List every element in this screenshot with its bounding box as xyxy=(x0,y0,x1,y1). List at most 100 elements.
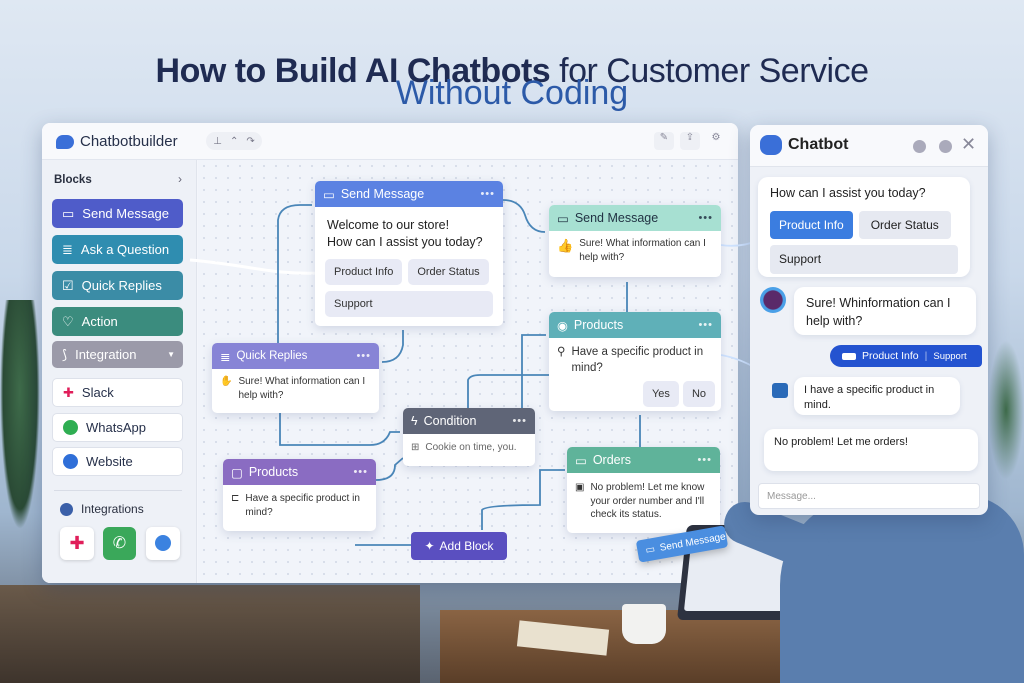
plant-right xyxy=(988,340,1024,480)
channel-slack[interactable]: ✚Slack xyxy=(52,378,183,407)
chevron-right-icon[interactable]: › xyxy=(178,172,182,186)
node-text: Welcome to our store! xyxy=(327,218,450,232)
connector xyxy=(502,199,546,233)
whatsapp-icon xyxy=(63,420,78,435)
integration-whatsapp[interactable]: ✆ xyxy=(103,527,136,560)
connector xyxy=(279,412,400,446)
puzzle-icon xyxy=(60,502,73,516)
thumbs-up-icon: 👍 xyxy=(557,238,574,253)
heart-icon: ♡ xyxy=(62,313,74,329)
option-yes[interactable]: Yes xyxy=(642,381,679,407)
node-send-message-main[interactable]: ▭Send Message••• Welcome to our store! Ho… xyxy=(315,181,503,326)
block-quick-replies[interactable]: ☑Quick Replies xyxy=(52,271,183,300)
node-text: Sure! What information can I help with? xyxy=(579,238,706,263)
node-products-teal[interactable]: ◉Products••• ⚲Have a specific product in… xyxy=(549,312,721,411)
bot-reply: Sure! Whinformation can I help with? xyxy=(794,287,976,335)
integration-website[interactable] xyxy=(146,527,180,560)
node-text: How can I assist you today? xyxy=(327,234,483,249)
node-quick-replies[interactable]: ≣Quick Replies••• ✋Sure! What informatio… xyxy=(212,343,379,413)
builder-header: Chatbotbuilder ⊥ ⌃ ↷ ✎ ⇪ ⚙ xyxy=(42,123,738,160)
node-send-message-reply[interactable]: ▭Send Message••• 👍 Sure! What information… xyxy=(549,205,721,277)
product-icon: ⚲ xyxy=(557,346,566,358)
node-header: ▭Send Message••• xyxy=(549,205,721,231)
integration-slack[interactable]: ✚ xyxy=(60,527,94,560)
block-ask-question[interactable]: ≣Ask a Question xyxy=(52,235,183,264)
message-icon: ▭ xyxy=(557,211,569,226)
channel-whatsapp[interactable]: WhatsApp xyxy=(52,413,183,442)
block-integration[interactable]: ⟆Integration▼ xyxy=(52,341,183,368)
chat-header: Chatbot ✕ xyxy=(750,125,988,167)
more-icon[interactable]: ••• xyxy=(697,454,712,466)
app-logo: Chatbotbuilder xyxy=(56,133,178,150)
divider xyxy=(54,490,182,491)
plant-left xyxy=(0,300,40,530)
settings-icon[interactable]: ⚙ xyxy=(711,132,721,143)
node-text: Have a specific product in mind? xyxy=(571,346,704,374)
globe-icon xyxy=(63,454,78,469)
node-text: No problem! Let me know your order numbe… xyxy=(590,482,705,520)
more-icon[interactable]: ••• xyxy=(698,319,713,331)
person-body xyxy=(780,495,1024,683)
more-icon[interactable]: ••• xyxy=(512,415,527,427)
message-icon: ▭ xyxy=(62,205,75,221)
close-icon[interactable]: ✕ xyxy=(961,134,977,154)
message-icon: ▭ xyxy=(644,543,656,556)
user-avatar-icon xyxy=(772,383,788,398)
globe-icon xyxy=(155,535,171,551)
connector xyxy=(481,469,565,530)
bot-reply-2: No problem! Let me orders! xyxy=(764,429,978,471)
pen-icon[interactable]: ✎ xyxy=(654,132,674,150)
node-text: Sure! What information can I help with? xyxy=(238,376,366,401)
block-action[interactable]: ♡Action xyxy=(52,307,183,336)
chat-title: Chatbot xyxy=(788,136,849,153)
blocks-heading: Blocks xyxy=(54,174,92,186)
channel-website[interactable]: Website xyxy=(52,447,183,476)
user-choice-bubble: Product Info|Support xyxy=(830,345,982,367)
option-no[interactable]: No xyxy=(682,381,715,407)
node-header: ▢Products••• xyxy=(223,459,376,485)
quick-reply-order-status[interactable]: Order Status xyxy=(858,210,951,240)
option-support[interactable]: Support xyxy=(325,290,493,317)
node-header: ▭Send Message••• xyxy=(315,181,503,207)
coffee-cup xyxy=(622,604,666,644)
option-order-status[interactable]: Order Status xyxy=(408,258,489,285)
comment-icon: ▣ xyxy=(575,482,585,493)
more-icon[interactable]: ••• xyxy=(353,466,368,478)
more-icon[interactable]: ••• xyxy=(356,350,371,362)
node-header: ▭Orders••• xyxy=(567,447,720,473)
more-icon[interactable]: ••• xyxy=(480,188,495,200)
share-icon[interactable]: ⇪ xyxy=(680,132,700,150)
bookshelf xyxy=(0,585,420,683)
node-header: ≣Quick Replies••• xyxy=(212,343,379,369)
box-icon: ◉ xyxy=(557,318,568,333)
block-send-message[interactable]: ▭Send Message xyxy=(52,199,183,228)
dropdown-icon: ▼ xyxy=(167,350,175,359)
connector xyxy=(381,330,404,363)
bot-message: How can I assist you today? Product Info… xyxy=(758,177,970,277)
node-products-purple[interactable]: ▢Products••• ⊏Have a specific product in… xyxy=(223,459,376,531)
upload-icon[interactable]: ⌃ xyxy=(229,135,239,147)
node-orders[interactable]: ▭Orders••• ▣ No problem! Let me know your… xyxy=(567,447,720,533)
quick-reply-product-info[interactable]: Product Info xyxy=(770,210,853,240)
app-name: Chatbotbuilder xyxy=(80,133,178,150)
logo-icon xyxy=(56,134,74,149)
quick-reply-support[interactable]: Support xyxy=(770,245,958,275)
lightning-icon: ϟ xyxy=(411,414,418,428)
add-block-button[interactable]: ✦Add Block xyxy=(411,532,507,560)
slack-icon: ✚ xyxy=(63,384,74,400)
headline: How to Build AI Chatbots for Customer Se… xyxy=(155,52,869,90)
undo-icon[interactable]: ⊥ xyxy=(213,135,222,147)
connector xyxy=(189,258,321,275)
more-icon[interactable]: ••• xyxy=(698,212,713,224)
connector xyxy=(521,334,546,408)
chatbot-widget: Chatbot ✕ How can I assist you today? Pr… xyxy=(750,125,988,515)
expand-icon[interactable] xyxy=(939,140,952,153)
code-icon[interactable] xyxy=(913,140,926,153)
option-product-info[interactable]: Product Info xyxy=(325,258,403,285)
redo-icon[interactable]: ↷ xyxy=(246,135,255,147)
reply-icon: ☑ xyxy=(62,277,74,293)
undo-toolbar: ⊥ ⌃ ↷ xyxy=(206,132,262,150)
message-input[interactable]: Message... xyxy=(758,483,980,509)
